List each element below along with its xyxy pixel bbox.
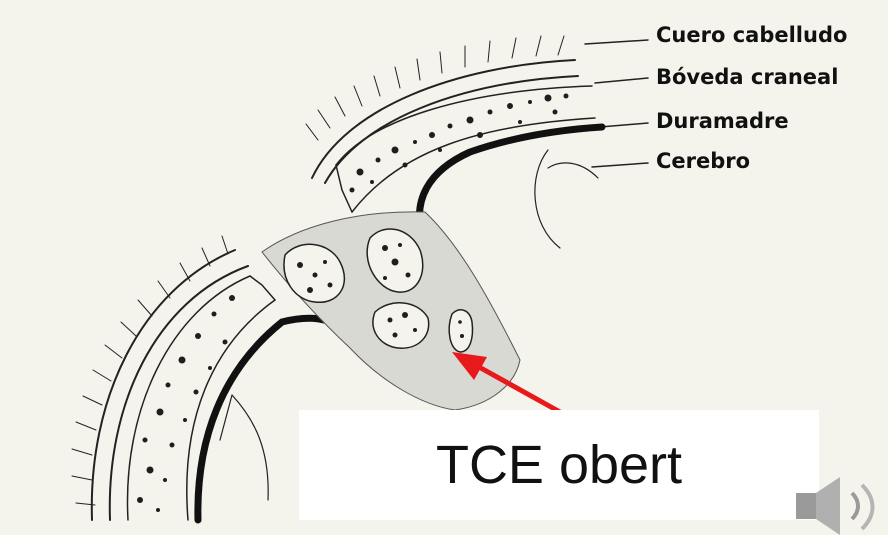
label-skull: Bóveda craneal xyxy=(656,67,838,88)
label-brain: Cerebro xyxy=(656,151,750,172)
scalp-inner-right xyxy=(325,76,578,183)
brain-sulcus-left xyxy=(220,395,268,500)
label-pointers xyxy=(585,40,648,167)
skull-edge-left xyxy=(250,276,275,300)
caption-box: TCE obert xyxy=(299,410,819,520)
dura-right xyxy=(420,127,602,240)
scalp-outer-right xyxy=(312,60,575,178)
caption-text: TCE obert xyxy=(299,410,819,520)
label-scalp: Cuero cabelludo xyxy=(656,25,847,46)
scalp-hair-right xyxy=(306,36,564,140)
label-dura: Duramadre xyxy=(656,111,789,132)
skull-edge-right xyxy=(336,165,352,212)
brain-sulcus-right xyxy=(535,150,598,248)
speaker-icon[interactable] xyxy=(796,475,888,535)
